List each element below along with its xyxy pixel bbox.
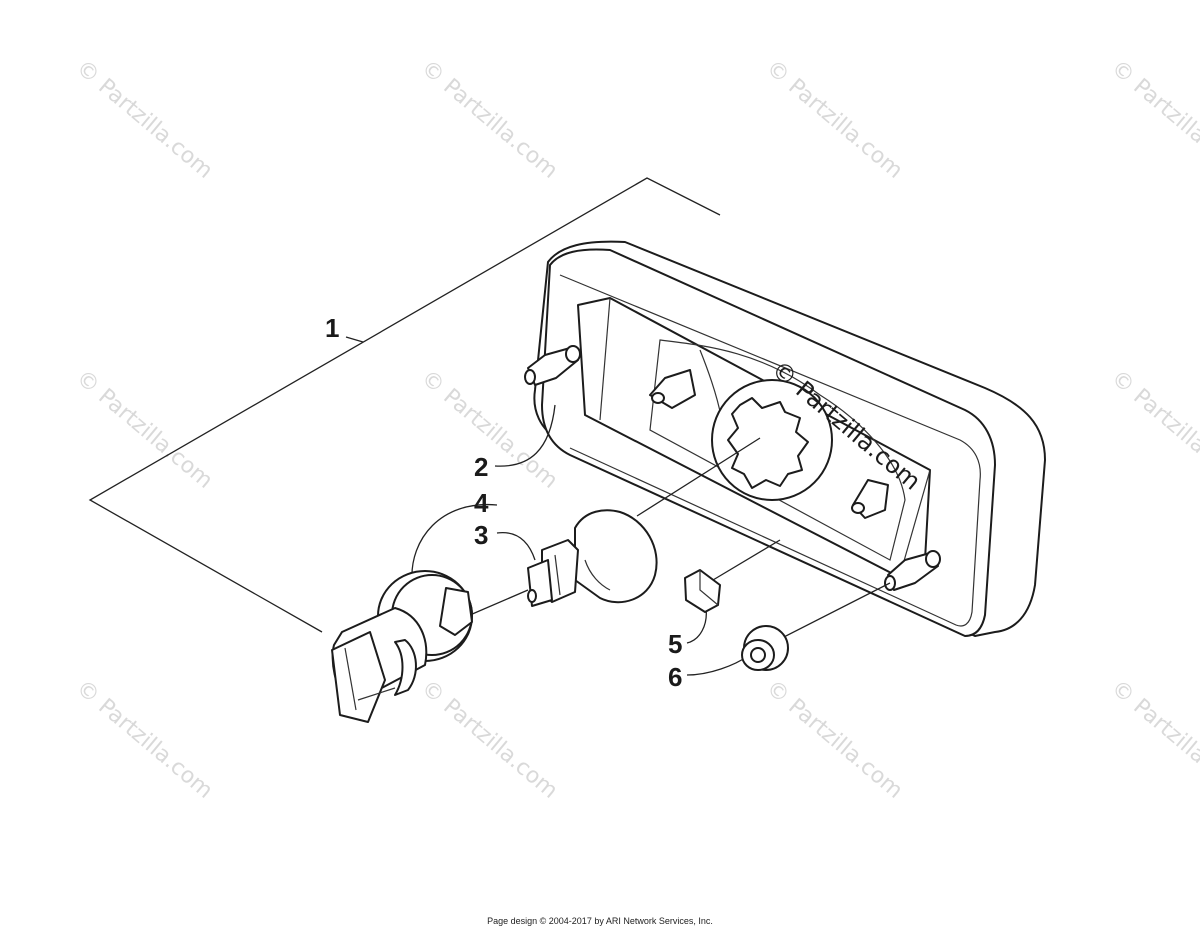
callout-5: 5: [668, 629, 682, 659]
watermark: © Partzilla.com: [416, 55, 562, 183]
callout-1: 1: [325, 313, 339, 343]
pad: [684, 569, 721, 613]
callout-6: 6: [668, 662, 682, 692]
page-footer: Page design © 2004-2017 by ARI Network S…: [487, 916, 713, 926]
callout-3: 3: [474, 520, 488, 550]
watermark: © Partzilla.com: [416, 675, 562, 803]
watermark: © Partzilla.com: [1106, 365, 1200, 493]
callout-2: 2: [474, 452, 488, 482]
bulb-clip: [527, 539, 579, 607]
watermark: © Partzilla.com: [71, 675, 217, 803]
watermark: © Partzilla.com: [71, 55, 217, 183]
watermark: © Partzilla.com: [761, 55, 907, 183]
callout-4: 4: [474, 488, 489, 518]
watermark: © Partzilla.com: [1106, 675, 1200, 803]
watermark: © Partzilla.com: [761, 675, 907, 803]
watermark: © Partzilla.com: [1106, 55, 1200, 183]
bulb-socket: [331, 570, 473, 723]
bulb: [574, 509, 658, 604]
watermark: © Partzilla.com: [71, 365, 217, 493]
callout-labels: 1 2 4 3 5 6: [325, 313, 682, 692]
assembly-bracket: [88, 177, 721, 633]
tail-light-housing: [524, 240, 1046, 637]
leader-lines: [411, 404, 891, 676]
grommet: [741, 625, 789, 671]
